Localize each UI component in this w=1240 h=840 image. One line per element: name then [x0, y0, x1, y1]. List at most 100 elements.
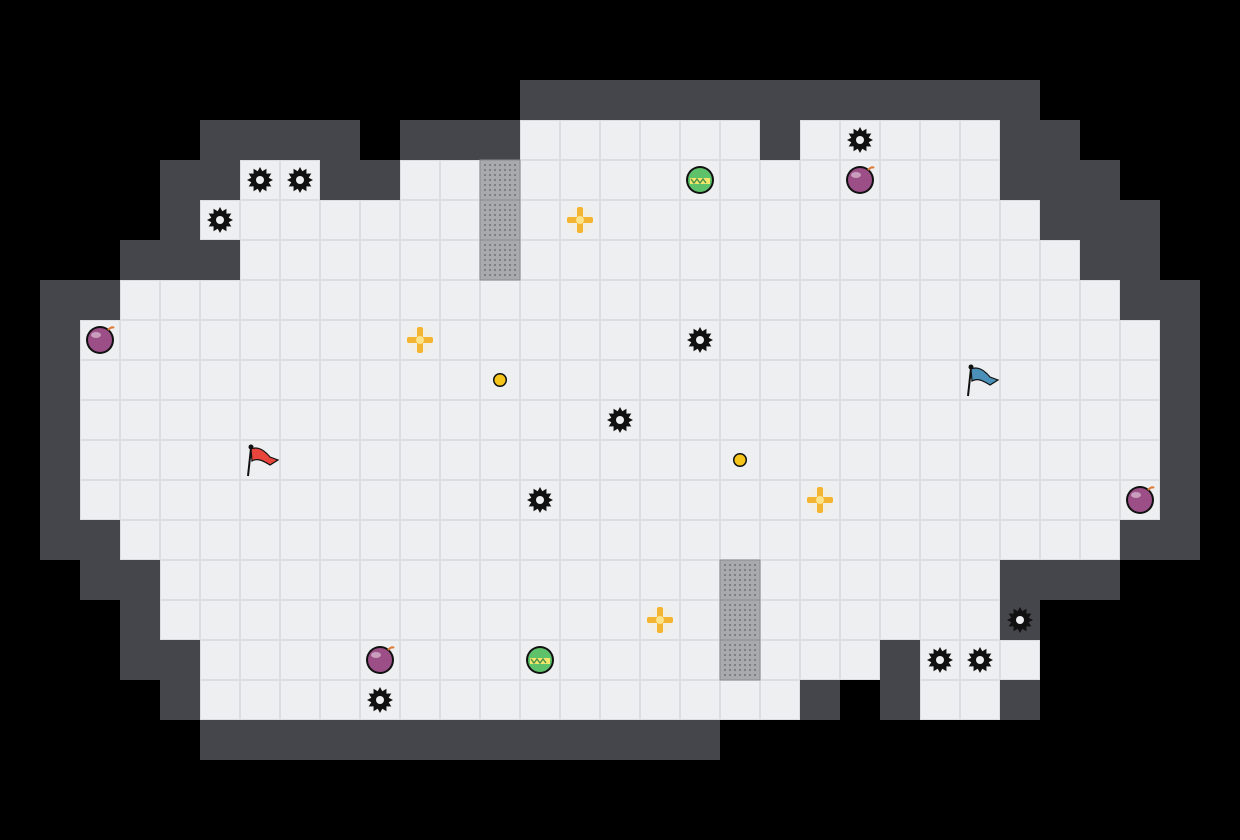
floor-tile	[680, 160, 720, 200]
floor-tile	[760, 680, 800, 720]
floor-tile	[320, 400, 360, 440]
floor-tile	[1120, 400, 1160, 440]
floor-tile	[680, 440, 720, 480]
floor-tile	[840, 200, 880, 240]
floor-tile	[800, 640, 840, 680]
floor-tile	[520, 120, 560, 160]
star-pickup-icon[interactable]	[807, 487, 833, 513]
floor-tile	[520, 360, 560, 400]
floor-tile	[800, 560, 840, 600]
floor-tile	[200, 600, 240, 640]
floor-tile	[480, 600, 520, 640]
floor-tile	[440, 400, 480, 440]
floor-tile	[800, 240, 840, 280]
star-pickup-icon[interactable]	[567, 207, 593, 233]
bomb-icon[interactable]	[1126, 486, 1155, 514]
floor-tile	[240, 600, 280, 640]
floor-tile	[920, 320, 960, 360]
grate-block	[719, 559, 761, 601]
floor-tile	[1000, 240, 1040, 280]
floor-tile	[760, 200, 800, 240]
floor-tile	[640, 240, 680, 280]
floor-tile	[880, 520, 920, 560]
floor-tile	[120, 520, 160, 560]
floor-tile	[360, 560, 400, 600]
floor-tile	[400, 240, 440, 280]
floor-tile	[600, 240, 640, 280]
floor-tile	[960, 440, 1000, 480]
floor-tile	[920, 400, 960, 440]
floor-tile	[200, 640, 240, 680]
floor-tile	[840, 400, 880, 440]
floor-tile	[280, 320, 320, 360]
floor-tile	[360, 280, 400, 320]
floor-tile	[360, 640, 400, 680]
floor-tile	[840, 560, 880, 600]
floor-segment	[800, 120, 1000, 160]
player-blue-flag-icon[interactable]	[967, 364, 1000, 397]
floor-tile	[400, 200, 440, 240]
floor-tile	[360, 400, 400, 440]
floor-tile	[320, 280, 360, 320]
floor-tile	[880, 600, 920, 640]
floor-tile	[720, 240, 760, 280]
floor-tile	[640, 160, 680, 200]
floor-tile	[200, 480, 240, 520]
star-pickup-icon[interactable]	[647, 607, 673, 633]
floor-tile	[280, 440, 320, 480]
floor-tile	[920, 360, 960, 400]
floor-tile	[880, 320, 920, 360]
floor-tile	[1040, 480, 1080, 520]
floor-tile	[80, 440, 120, 480]
floor-tile	[920, 440, 960, 480]
bomb-icon[interactable]	[366, 646, 395, 674]
floor-tile	[240, 560, 280, 600]
wall-segment	[200, 120, 360, 160]
floor-tile	[400, 160, 440, 200]
floor-tile	[880, 200, 920, 240]
floor-tile	[320, 440, 360, 480]
floor-tile	[600, 160, 640, 200]
floor-tile	[320, 520, 360, 560]
floor-tile	[840, 240, 880, 280]
floor-tile	[600, 640, 640, 680]
floor-tile	[640, 320, 680, 360]
floor-tile	[280, 520, 320, 560]
floor-tile	[320, 480, 360, 520]
floor-tile	[280, 480, 320, 520]
floor-tile	[280, 240, 320, 280]
floor-tile	[440, 440, 480, 480]
floor-tile	[560, 280, 600, 320]
floor-tile	[320, 320, 360, 360]
floor-tile	[920, 560, 960, 600]
floor-tile	[200, 280, 240, 320]
floor-tile	[960, 520, 1000, 560]
coin-icon[interactable]	[733, 453, 747, 467]
coin-icon[interactable]	[493, 373, 507, 387]
floor-tile	[1040, 240, 1080, 280]
floor-tile	[280, 560, 320, 600]
floor-tile	[440, 520, 480, 560]
spike-hazard-icon	[607, 407, 633, 433]
slime-enemy-icon[interactable]	[526, 646, 554, 674]
bomb-icon[interactable]	[846, 166, 875, 194]
floor-tile	[960, 240, 1000, 280]
spike-hazard-icon	[927, 647, 953, 673]
floor-tile	[840, 360, 880, 400]
floor-tile	[760, 360, 800, 400]
floor-tile	[1000, 200, 1040, 240]
grate-block	[479, 239, 521, 281]
floor-tile	[600, 560, 640, 600]
star-pickup-icon[interactable]	[407, 327, 433, 353]
player-red-flag-icon[interactable]	[247, 444, 280, 477]
floor-tile	[440, 320, 480, 360]
floor-tile	[960, 280, 1000, 320]
floor-segment	[160, 560, 1000, 600]
floor-tile	[840, 520, 880, 560]
bomb-icon[interactable]	[86, 326, 115, 354]
floor-tile	[640, 560, 680, 600]
slime-enemy-icon[interactable]	[686, 166, 714, 194]
floor-tile	[720, 200, 760, 240]
spike-hazard-icon	[847, 127, 873, 153]
